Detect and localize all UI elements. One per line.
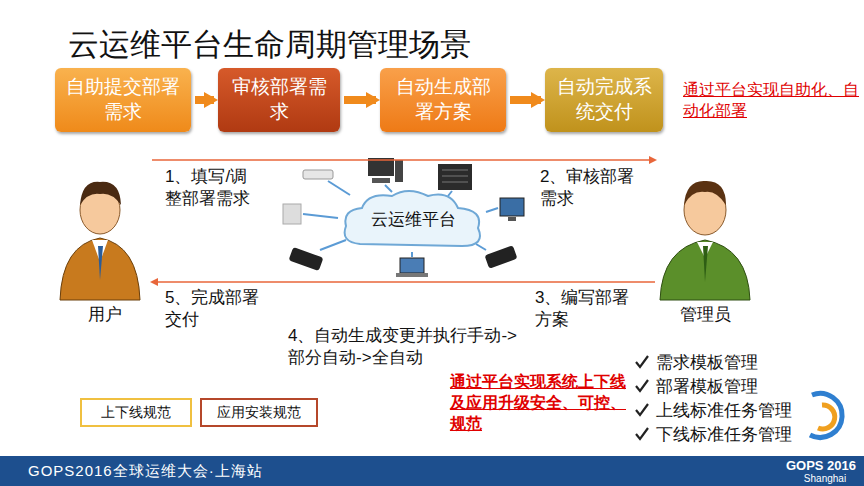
slide-title: 云运维平台生命周期管理场景 [68,24,471,66]
checklist-item: 需求模板管理 [656,352,806,374]
monitor-icon [500,198,524,221]
flow-arrow [344,96,376,104]
desktop-icon [368,158,403,183]
user-figure [60,182,140,300]
process-box: 自动完成系统交付 [545,68,663,132]
storage-icon [283,204,301,224]
node-text: 应用安装规范 [217,403,301,421]
checklist-item: 下线标准任务管理 [656,424,806,446]
device-arrows [303,181,498,257]
message-arrow [152,281,655,283]
logo-swirl [810,393,842,437]
checklist-item: 上线标准任务管理 [656,400,806,422]
checkmarks [636,356,648,439]
flow-arrow [195,96,214,104]
edge-label: 5、完成部署交付 [165,287,263,331]
checklist-item: 部署模板管理 [656,376,806,398]
flow-arrow [510,96,541,104]
phone-icon [485,245,518,268]
footer-ground [0,456,864,486]
step-label: 2、审核部署需求 [540,166,640,210]
node-text: 审核部署需求 [226,75,332,124]
legend-box: 应用安装规范 [200,398,318,427]
legend-box: 上下线规范 [80,398,192,427]
phone-icon [289,247,324,271]
step-label: 4、自动生成变更并执行手动->部分自动->全自动 [288,325,523,369]
admin-actor: 管理员 [655,160,755,330]
node-text: 自助提交部署需求 [63,75,183,124]
laptop-icon [396,258,428,277]
user-actor: 用户 [58,160,152,330]
process-box: 审核部署需求 [218,68,340,132]
process-box: 自助提交部署需求 [55,68,191,132]
step-label: 3、编写部署方案 [535,287,635,331]
logo-text: Shanghai [790,472,860,485]
node-text: GOPS2016全球运维大会·上海站 [28,461,263,481]
logo-text: GOPS 2016 [780,458,862,475]
server-icon [438,164,472,190]
node-text: 自动生成部署方案 [388,75,498,124]
node-text: 用户 [88,304,122,326]
edge-label: 1、填写/调整部署需求 [165,166,263,210]
cloud-outline [345,191,480,246]
node-text: 自动完成系统交付 [553,75,655,124]
admin-figure [660,181,750,300]
footer-band: GOPS2016全球运维大会·上海站 [0,456,864,486]
message-arrow [152,159,655,161]
callout-note: 通过平台实现自助化、自动化部署 [683,80,861,122]
node-text: 云运维平台 [371,209,456,231]
router-icon [303,170,333,179]
process-box: 自动生成部署方案 [380,68,506,132]
node-text: 管理员 [680,304,731,326]
callout-note: 通过平台实现系统上下线及应用升级安全、可控、规范 [450,372,632,434]
cloud-platform: 云运维平台 [338,188,488,252]
node-text: 上下线规范 [101,403,171,421]
